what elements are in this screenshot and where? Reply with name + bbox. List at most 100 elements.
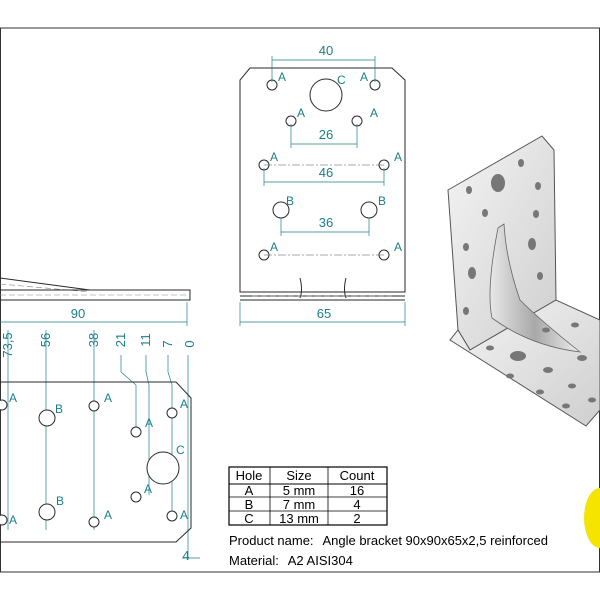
- hole-a: [518, 159, 524, 167]
- dim-21: 21: [113, 333, 128, 347]
- hole-label: A: [270, 150, 278, 164]
- hole-c: [309, 78, 343, 112]
- dim-40: 40: [319, 43, 333, 58]
- table-header: Hole: [236, 468, 263, 483]
- hole-label: A: [370, 106, 378, 120]
- table-cell: 13 mm: [279, 511, 319, 526]
- hole-label: C: [337, 73, 346, 87]
- material-value: A2 AISI304: [288, 553, 353, 568]
- hole-b: [577, 355, 587, 361]
- table-cell: 16: [350, 483, 364, 498]
- table-cell: 7 mm: [283, 497, 316, 512]
- hole-a: [0, 514, 8, 526]
- base-plate-outline: [0, 381, 192, 543]
- hidden-line: [0, 283, 91, 293]
- yellow-accent: [584, 488, 600, 548]
- hole-a: [482, 209, 488, 217]
- hole-a: [130, 426, 142, 438]
- hole-a: [486, 345, 494, 351]
- hole-label: A: [180, 397, 188, 411]
- front-view: 40 26 46 36 65 A C A A A A A B B A A: [239, 43, 406, 326]
- hole-b: [38, 503, 56, 521]
- hole-a: [506, 373, 514, 379]
- hole-label: B: [286, 194, 294, 208]
- extension-line: [145, 355, 150, 495]
- product-name-value: Angle bracket 90x90x65x2,5 reinforced: [322, 533, 547, 548]
- hole-label: A: [180, 508, 188, 522]
- hole-label: B: [55, 402, 63, 416]
- dim-26: 26: [319, 127, 333, 142]
- hole-a: [166, 510, 178, 522]
- table-cell: 4: [353, 497, 360, 512]
- hole-a: [588, 397, 596, 403]
- hole-label: A: [394, 240, 402, 254]
- material: Material: A2 AISI304: [229, 553, 353, 568]
- hole-b: [360, 201, 378, 219]
- hole-label: A: [144, 482, 152, 496]
- hole-b: [468, 267, 476, 279]
- hole-label: A: [394, 150, 402, 164]
- hole-a: [568, 383, 576, 389]
- hole-label: B: [56, 494, 64, 508]
- dim-46: 46: [319, 165, 333, 180]
- dim-65: 65: [317, 306, 331, 321]
- hole-a: [88, 516, 100, 528]
- hole-b: [528, 238, 536, 250]
- product-name-label: Product name:: [229, 533, 314, 548]
- hole-a: [463, 307, 469, 315]
- dim-36: 36: [319, 215, 333, 230]
- hole-label: A: [104, 391, 112, 405]
- hole-a: [0, 399, 8, 411]
- hole-label: A: [145, 416, 153, 430]
- hole-a: [463, 243, 469, 251]
- hole-a: [542, 327, 550, 333]
- dim-11: 11: [138, 333, 153, 347]
- reinforcement-rib: [489, 223, 582, 353]
- hole-a: [130, 491, 142, 503]
- table-cell: A: [245, 483, 254, 498]
- dim-0: 0: [182, 340, 197, 347]
- table-cell: 2: [353, 511, 360, 526]
- table-cell: B: [245, 497, 254, 512]
- rib-profile: [299, 277, 347, 299]
- side-view: 90 73,5 56 38 21 11 7 0 4 A B: [0, 277, 200, 563]
- dim-56: 56: [38, 333, 53, 347]
- table-border: [228, 466, 388, 526]
- hole-b: [543, 367, 553, 373]
- isometric-view: [447, 135, 600, 427]
- hole-label: B: [378, 194, 386, 208]
- hole-b: [38, 409, 56, 427]
- hole-label: A: [9, 513, 17, 527]
- rib-edge: [0, 277, 91, 291]
- extension-line: [167, 355, 173, 515]
- hole-a: [166, 407, 178, 419]
- hole-c: [146, 451, 180, 485]
- hole-a: [571, 322, 579, 328]
- hole-label: A: [297, 106, 305, 120]
- hole-a: [537, 272, 543, 280]
- horizontal-plate: [449, 299, 600, 427]
- hole-label: A: [9, 391, 17, 405]
- dim-73-5: 73,5: [0, 332, 15, 357]
- hole-c: [491, 174, 505, 192]
- dim-38: 38: [86, 333, 101, 347]
- table-cell: C: [244, 511, 253, 526]
- hole-label: A: [278, 70, 286, 84]
- dim-4: 4: [182, 548, 189, 563]
- hole-label: A: [360, 70, 368, 84]
- material-label: Material:: [229, 553, 279, 568]
- product-name: Product name: Angle bracket 90x90x65x2,5…: [229, 533, 548, 548]
- hole-a: [562, 403, 570, 409]
- table-header: Count: [340, 468, 375, 483]
- hole-a: [536, 389, 544, 395]
- hole-a: [533, 210, 539, 218]
- hole-table: Hole Size Count A 5 mm 16 B 7 mm 4 C 13 …: [228, 466, 388, 526]
- hole-c: [510, 351, 526, 361]
- table-header: Size: [286, 468, 311, 483]
- dim-90: 90: [71, 306, 85, 321]
- hole-a: [535, 182, 541, 190]
- hole-a: [466, 186, 472, 194]
- table-cell: 5 mm: [283, 483, 316, 498]
- hole-label: A: [270, 240, 278, 254]
